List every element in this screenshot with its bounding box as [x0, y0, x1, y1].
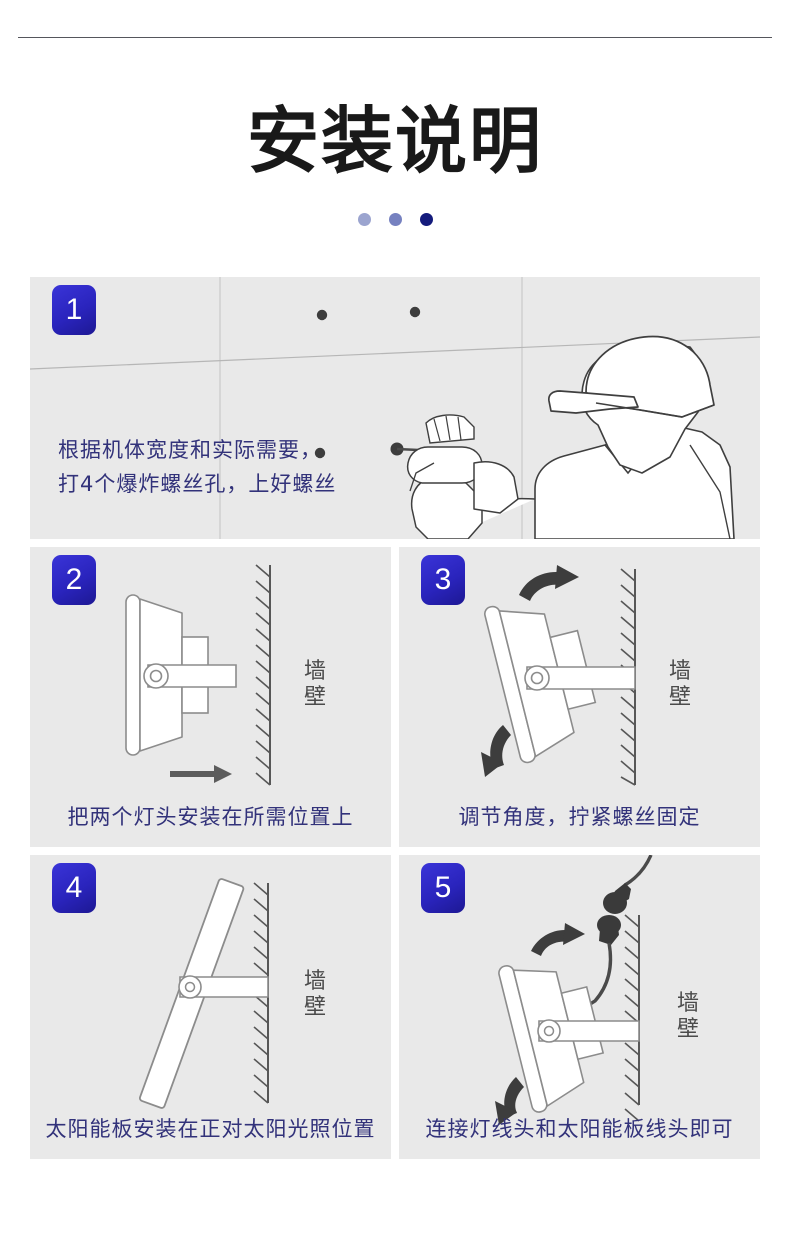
- dot-dark-icon: [419, 213, 433, 226]
- wall-label-5: 墙壁: [675, 991, 701, 1043]
- header-divider-line: [18, 37, 772, 38]
- wall-label-text-4: 墙壁: [303, 969, 326, 1020]
- step-number-badge-5: 5: [421, 863, 465, 913]
- wall-label-3: 墙壁: [667, 659, 693, 711]
- page-title: 安装说明: [246, 99, 543, 183]
- push-arrow-icon: [170, 765, 232, 783]
- step-5-caption: 连接灯线头和太阳能板线头即可: [425, 1117, 734, 1141]
- wall-label-2: 墙壁: [302, 659, 328, 711]
- step-3-illustration: [481, 565, 636, 786]
- step-panel-2: 2: [30, 547, 391, 847]
- decorative-dots: [0, 213, 790, 226]
- step-number-badge-2: 2: [52, 555, 96, 605]
- dot-light-icon: [357, 213, 371, 226]
- step-1-caption: 根据机体宽度和实际需要， 打4个爆炸螺丝孔，上好螺丝: [58, 433, 336, 501]
- dot-medium-icon: [388, 213, 402, 226]
- steps-row-3: 4: [30, 855, 760, 1159]
- step-number-badge-4: 4: [52, 863, 96, 913]
- step-number-badge-1: 1: [52, 285, 96, 335]
- step-4-caption: 太阳能板安装在正对太阳光照位置: [45, 1117, 376, 1141]
- steps-row-2: 2: [30, 547, 760, 847]
- rotate-up-arrow-icon-5: [531, 923, 585, 956]
- step-2-illustration: [125, 564, 271, 786]
- rotate-up-arrow-icon: [519, 565, 579, 601]
- step-2-caption: 把两个灯头安装在所需位置上: [67, 805, 354, 829]
- step-panel-5: 5: [399, 855, 760, 1159]
- step-5-illustration: [495, 855, 653, 1125]
- step-panel-3: 3: [399, 547, 760, 847]
- wall-label-text-3: 墙壁: [668, 659, 691, 710]
- steps-container: 1: [30, 277, 760, 1167]
- step-4-illustration: [138, 878, 269, 1109]
- rotate-down-arrow-icon: [481, 725, 511, 777]
- wall-label-text-2: 墙壁: [303, 659, 326, 710]
- rotate-down-arrow-icon-5: [495, 1077, 524, 1125]
- cable-connector-top-icon: [603, 883, 631, 914]
- step-number-badge-3: 3: [421, 555, 465, 605]
- wall-label-text-5: 墙壁: [676, 991, 699, 1042]
- step-1-caption-line-2: 打4个爆炸螺丝孔，上好螺丝: [58, 472, 337, 496]
- step-3-caption: 调节角度，拧紧螺丝固定: [458, 805, 701, 829]
- step-panel-1: 1: [30, 277, 760, 539]
- wall-label-4: 墙壁: [302, 969, 328, 1021]
- step-panel-4: 4: [30, 855, 391, 1159]
- steps-row-1: 1: [30, 277, 760, 539]
- step-1-illustration: [30, 277, 760, 539]
- cable-connector-bottom-icon: [597, 915, 621, 945]
- step-1-caption-line-1: 根据机体宽度和实际需要，: [58, 438, 322, 462]
